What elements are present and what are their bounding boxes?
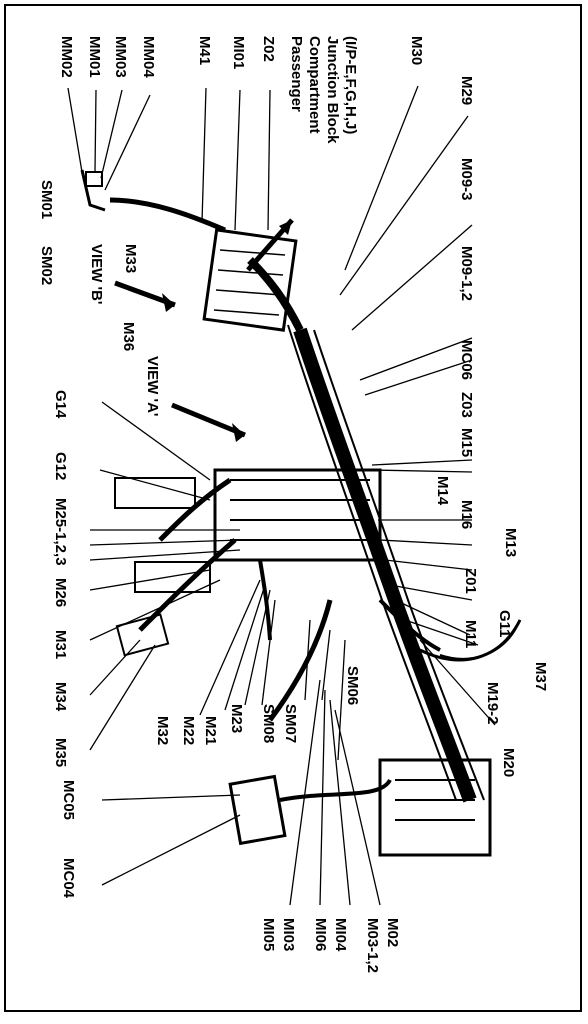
label-m02: M02	[384, 918, 401, 947]
label-sm08: SM08	[260, 704, 277, 743]
label-m31: M31	[52, 630, 69, 659]
label-m09-3: M09-3	[458, 158, 475, 201]
label-sm02: SM02	[38, 246, 55, 285]
label-m29: M29	[458, 76, 475, 105]
label-pcjb-line1: Passenger	[288, 36, 305, 112]
label-m03-12: M03-1,2	[364, 918, 381, 973]
label-mm02: MM02	[58, 36, 75, 78]
label-m41: M41	[196, 36, 213, 65]
label-m36: M36	[120, 322, 137, 351]
label-mi03: MI03	[280, 918, 297, 951]
label-m22: M22	[180, 716, 197, 745]
label-m16: M16	[458, 500, 475, 529]
label-g12: G12	[52, 452, 69, 480]
label-m25: M25-1,2,3	[52, 498, 69, 566]
label-mi04: MI04	[332, 918, 349, 952]
label-m23: M23	[228, 704, 245, 733]
label-m33: M33	[122, 244, 139, 273]
label-m15: M15	[458, 428, 475, 457]
label-g11: G11	[496, 610, 513, 638]
label-m26: M26	[52, 578, 69, 607]
label-pcjb-line3: Junction Block	[324, 36, 341, 144]
label-m34: M34	[52, 682, 69, 712]
label-pcjb-line4: (I/P-E,F,G,H,J)	[342, 36, 359, 134]
label-pcjb-line2: Compartment	[306, 36, 323, 134]
view-arrows	[114, 218, 294, 442]
label-z01: Z01	[462, 568, 479, 594]
label-mm01: MM01	[86, 36, 103, 78]
label-sm07: SM07	[282, 704, 299, 743]
label-sm01: SM01	[38, 180, 55, 219]
label-m32: M32	[154, 716, 171, 745]
label-m13: M13	[502, 528, 519, 557]
label-m14: M14	[434, 476, 451, 506]
label-view-b: VIEW 'B'	[88, 244, 105, 304]
label-mi05: MI05	[260, 918, 277, 951]
main-harness	[80, 169, 522, 857]
label-view-a: VIEW 'A'	[144, 356, 161, 416]
label-m35: M35	[52, 738, 69, 767]
label-mi01: MI01	[230, 36, 247, 69]
label-m09-12: M09-1,2	[458, 246, 475, 301]
label-m19-2: M19-2	[484, 682, 501, 725]
label-sm06: SM06	[344, 666, 361, 705]
label-g14: G14	[52, 390, 69, 419]
label-mc06: MC06	[458, 340, 475, 380]
label-m30: M30	[408, 36, 425, 65]
leader-lines	[67, 85, 496, 906]
label-z02: Z02	[260, 36, 277, 62]
label-mi06: MI06	[312, 918, 329, 951]
label-m11: M11	[462, 620, 479, 648]
label-mc04: MC04	[60, 858, 77, 899]
label-mm04: MM04	[140, 36, 157, 78]
label-m37: M37	[532, 662, 549, 691]
label-mc05: MC05	[60, 780, 77, 820]
label-m21: M21	[202, 716, 219, 745]
label-m20: M20	[500, 748, 517, 777]
label-mm03: MM03	[112, 36, 129, 78]
labels: MM02 MM01 MM03 MM04 M41 MI01 Z02 Passeng…	[38, 36, 549, 973]
label-z03: Z03	[458, 392, 475, 418]
